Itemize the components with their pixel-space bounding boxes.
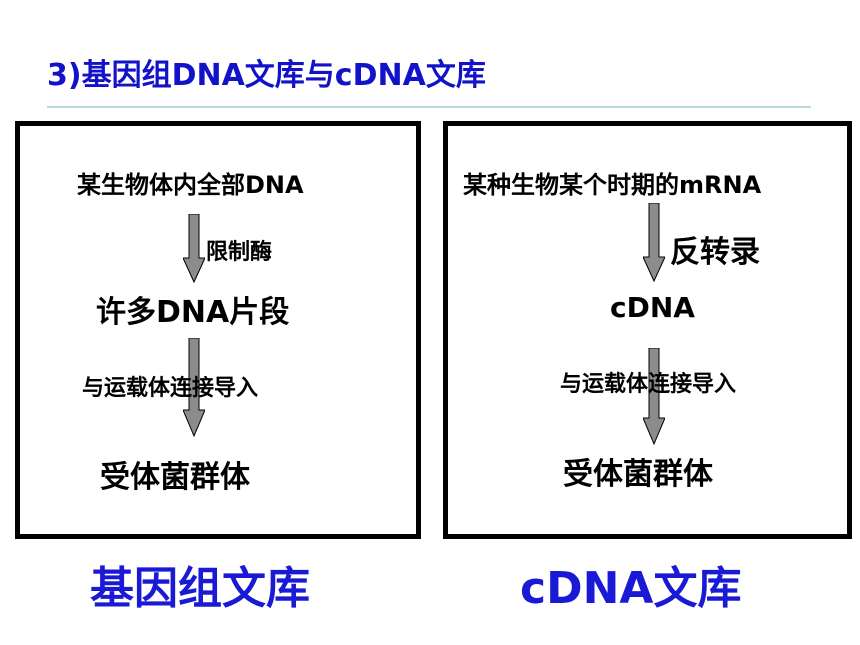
down-arrow-icon [643,203,665,283]
cdna-start-text: 某种生物某个时期的mRNA [463,171,762,199]
genomic-library-box [15,121,421,539]
genomic-step2-label: 与运载体连接导入 [82,376,259,401]
genomic-start-text: 某生物体内全部DNA [77,171,304,199]
title-divider [47,106,811,108]
down-arrow-icon [183,338,205,438]
cdna-step1-label: 反转录 [670,235,760,270]
cdna-library-box [443,121,852,539]
cdna-middle-text: cDNA [610,291,695,324]
cdna-end-text: 受体菌群体 [563,457,713,492]
genomic-library-caption: 基因组文库 [90,563,310,614]
down-arrow-icon [183,214,205,284]
down-arrow-icon [643,348,665,446]
genomic-end-text: 受体菌群体 [100,460,250,495]
genomic-step1-label: 限制酶 [206,240,273,265]
slide-title: 3)基因组DNA文库与cDNA文库 [47,58,486,93]
cdna-library-caption: cDNA文库 [520,563,742,614]
genomic-middle-text: 许多DNA片段 [96,295,290,330]
cdna-step2-label: 与运载体连接导入 [560,372,737,397]
